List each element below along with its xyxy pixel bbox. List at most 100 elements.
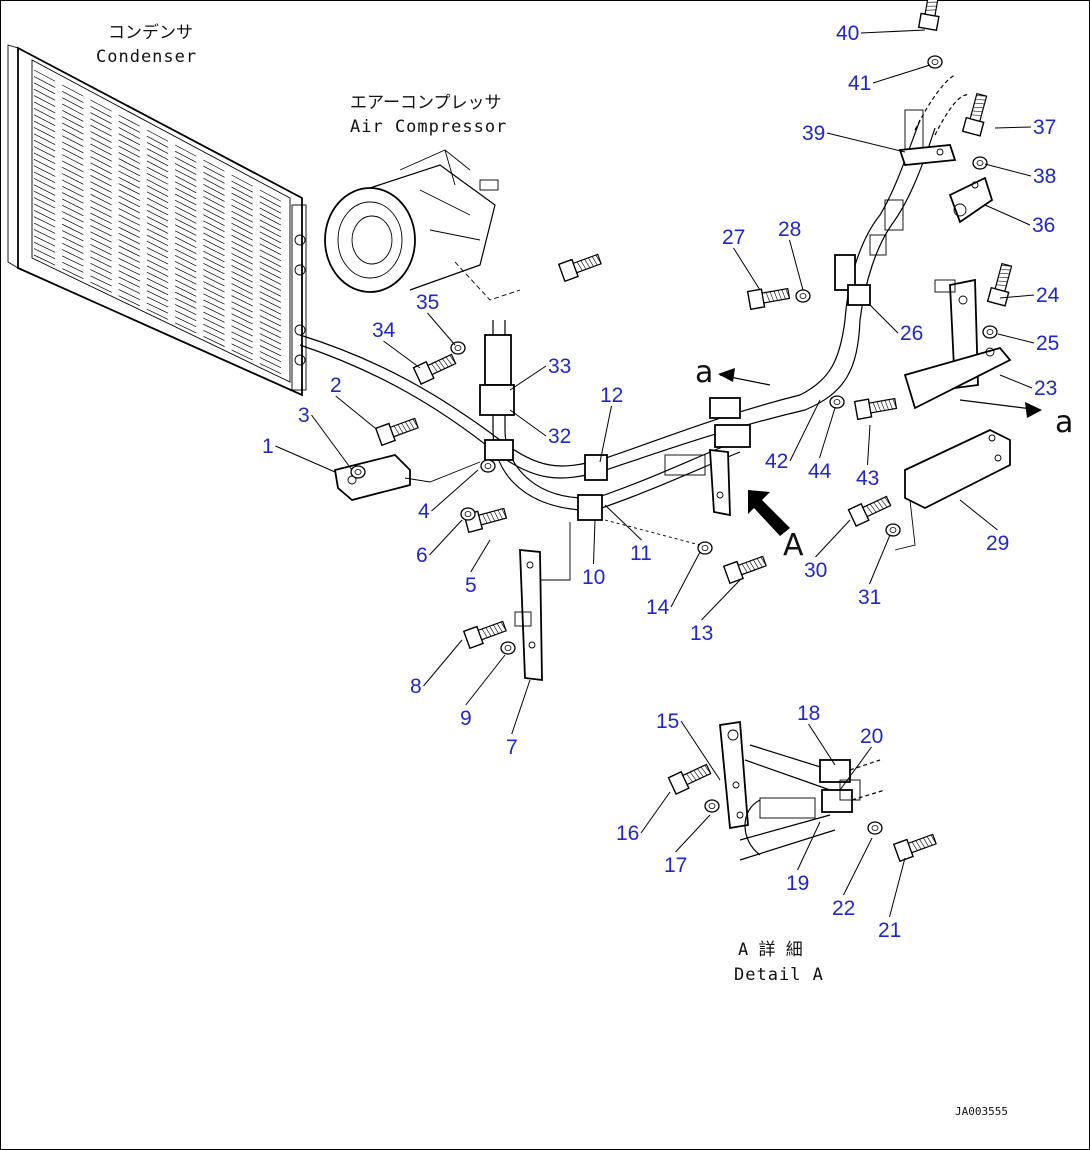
hose-assembly [299,74,971,682]
callout-number: 3 [298,404,310,427]
callout-leader [819,407,836,459]
condenser [7,44,307,397]
callout-leader [839,746,872,791]
callout-leader [383,340,421,369]
callout-number: 33 [548,355,571,378]
callout-leader [984,204,1031,226]
callout-number: 30 [804,559,827,582]
bolt-icon [462,620,507,650]
callout-number: 6 [416,544,428,567]
bolt-icon [986,262,1013,307]
callout-leader [733,247,761,291]
callout-number: 14 [646,596,670,619]
washer-icon [795,289,811,303]
callout-leader [843,837,873,896]
callout-number: 21 [878,919,901,942]
callout-number: 10 [582,566,605,589]
bracket-1 [333,454,481,501]
callout-leader [999,294,1035,299]
bolt-icon [667,763,712,796]
bolt-icon [463,507,508,534]
callout-number: 36 [1032,214,1055,237]
callout-number: 41 [848,72,871,95]
view-arrows [718,368,1042,536]
callout-number: 24 [1036,284,1060,307]
callout-leader [640,791,671,834]
callout-number: 18 [797,702,820,725]
callout-number: 19 [786,872,809,895]
callout-number: 11 [630,542,652,565]
bolt-icon [412,353,457,386]
callout-number: 37 [1033,116,1056,139]
washer-icon [450,341,466,355]
bracket-23 [903,278,1012,410]
bolt-icon [847,495,892,528]
callout-leader [872,64,931,84]
callout-leader [789,399,821,462]
callout-leader [604,504,642,541]
callout-number: 34 [372,319,396,342]
callout-leader [815,519,851,558]
washer-icon [500,641,516,655]
callout-number: 25 [1036,332,1059,355]
callout-number: 23 [1034,377,1057,400]
compressor-en-caption: Air Compressor [350,117,507,137]
bolt-icon [722,555,767,585]
callout-leader [431,469,479,512]
callout-number: 26 [900,322,923,345]
callout-number: 38 [1033,165,1056,188]
callout-leader [680,720,721,781]
callout-leader [860,29,926,34]
callout-number: 31 [858,586,881,609]
callout-leader [867,424,871,466]
washer-icon [697,541,713,555]
bolt-icon [374,417,419,447]
callout-number: 27 [722,226,745,249]
detail-a-en-caption: Detail A [734,965,824,985]
washer-icon [927,55,943,69]
callout-leader [465,654,506,706]
callout-leader [701,579,741,621]
callout-number: 12 [600,384,623,407]
bolt-icon [557,253,602,283]
washer-icon [972,156,988,170]
washer-icon [885,523,901,537]
callout-number: 32 [548,425,571,448]
callout-number: 5 [465,574,477,597]
callout-number: 35 [416,291,439,314]
callout-number: 17 [664,854,687,877]
callout-leader [275,445,336,473]
callout-leader [789,239,804,291]
callout-leader [826,132,906,153]
callout-leader [959,499,998,531]
callout-number: 39 [802,122,825,145]
bolt-icon [961,92,988,137]
callout-number: 1 [262,435,274,458]
callout-leader [994,126,1032,129]
washer-icon [829,395,845,409]
callout-number: 13 [690,622,713,645]
callout-number: 42 [765,450,788,473]
bracket-29 [894,428,1011,551]
bolts-and-washers [350,0,1013,863]
compressor-jp-caption: エアーコンプレッサ [350,93,501,113]
callout-number: 43 [856,467,879,490]
air-compressor [324,149,521,301]
callout-leader [427,312,456,346]
callout-number: 40 [836,22,859,45]
callout-leader [869,304,899,334]
callout-leader [509,409,547,437]
washer-icon [480,459,496,473]
callout-leader [509,365,547,391]
callout-leader [808,723,836,766]
condenser-en-caption: Condenser [96,47,197,67]
callout-number: 2 [330,374,342,397]
callout-leader [470,539,491,573]
washer-icon [982,325,998,339]
callout-leader [423,639,463,687]
callout-number: 4 [418,500,430,523]
callout-leader [675,814,711,853]
callout-leader [670,551,701,608]
callout-number: 8 [410,675,422,698]
